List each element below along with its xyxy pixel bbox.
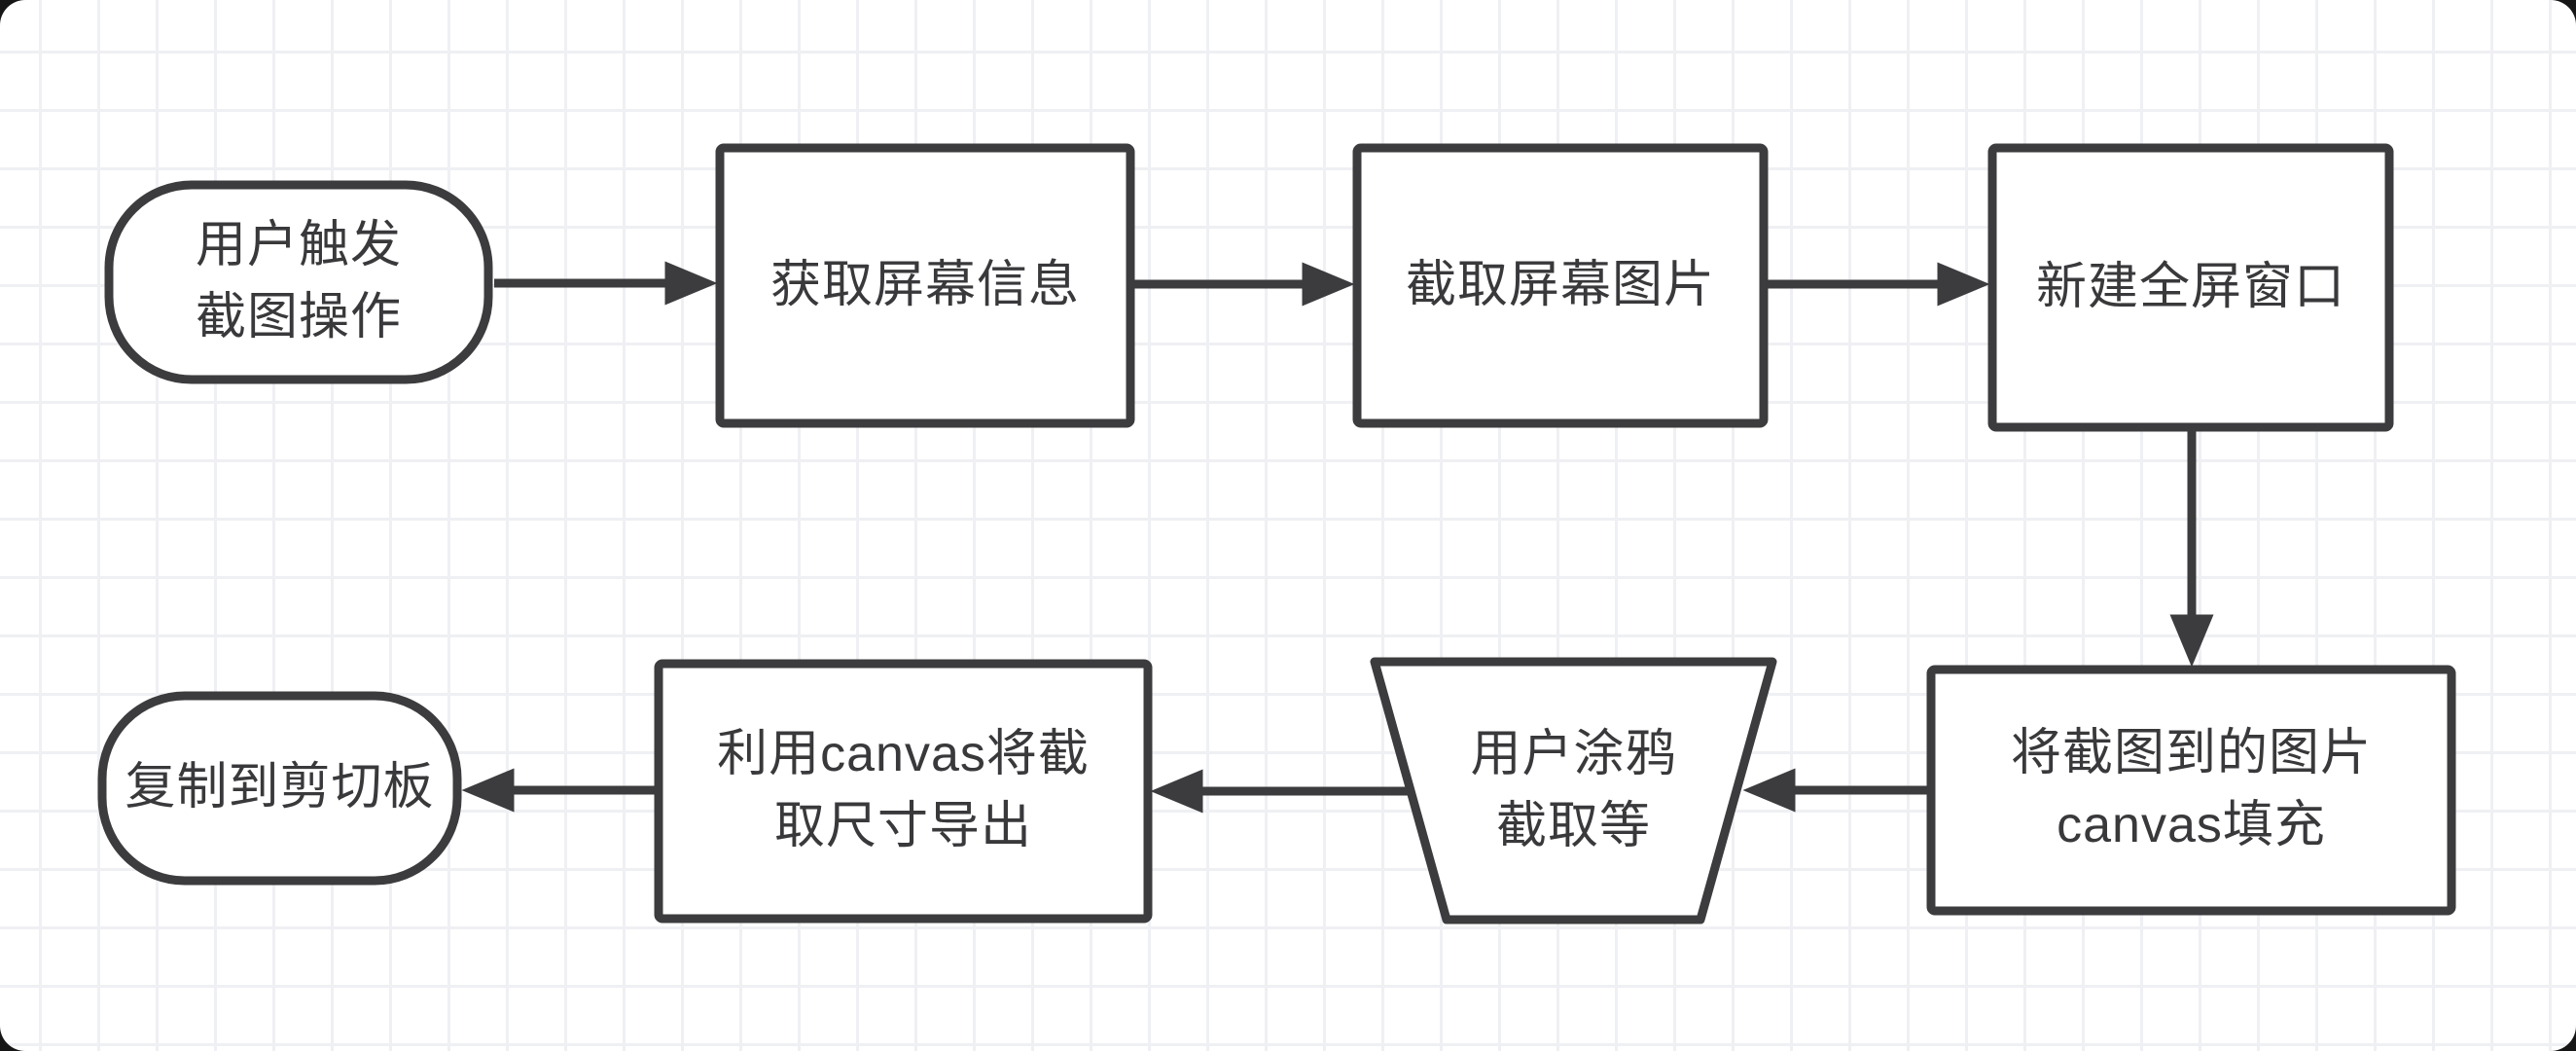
node-get-screen-info-shape bbox=[715, 143, 1135, 428]
node-canvas-fill-shape bbox=[1926, 665, 2456, 916]
node-user-doodle-shape bbox=[1370, 657, 1777, 924]
node-capture-screen-image-shape bbox=[1352, 143, 1769, 428]
node-user-trigger-shape bbox=[104, 180, 493, 384]
node-copy-to-clipboard-shape bbox=[97, 691, 462, 886]
node-canvas-export-shape bbox=[654, 659, 1153, 924]
node-new-fullscreen-window-shape bbox=[1987, 143, 2394, 432]
